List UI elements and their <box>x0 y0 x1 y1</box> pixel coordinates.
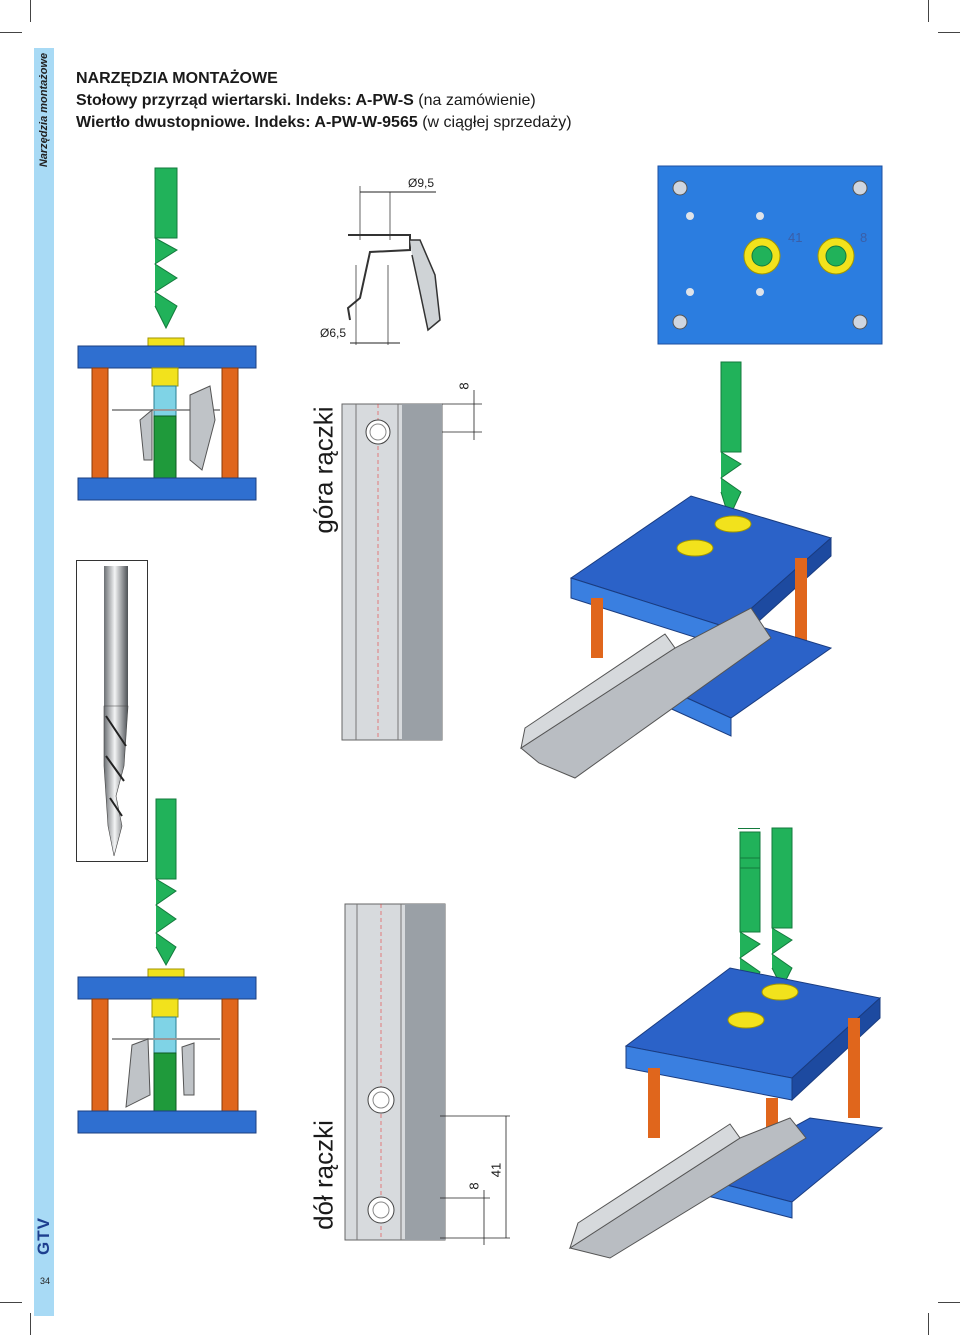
plate-label-41: 41 <box>788 230 803 245</box>
jig-cross-section-bottom <box>77 798 257 1134</box>
section-title-vertical: Narzędzia montażowe <box>36 50 52 170</box>
handle-bottom-label-text: dół rączki <box>308 1120 339 1230</box>
side-bar <box>34 48 54 1316</box>
handle-top-label-text: góra rączki <box>308 406 339 534</box>
dimension-bottom-small-label: 8 <box>466 1176 482 1196</box>
dimension-bottom-large-text: 41 <box>488 1162 504 1178</box>
crop-mark <box>938 1302 960 1303</box>
jig-3d-render-double-drill <box>568 827 884 1259</box>
profile-drawing <box>346 186 441 345</box>
product-2-note: (w ciągłej sprzedaży) <box>422 114 572 131</box>
handle-profile-bottom <box>344 903 446 1241</box>
category-title: NARZĘDZIA MONTAŻOWE <box>76 70 278 87</box>
dimension-top-handle-text: 8 <box>456 382 472 390</box>
dimension-diameter-top: Ø9,5 <box>408 176 435 190</box>
jig-plate-top-view <box>657 165 883 345</box>
product-1-name: Stołowy przyrząd wiertarski. Indeks: A-P… <box>76 92 414 109</box>
dimension-top-handle <box>442 390 482 440</box>
dimension-bottom-large-label: 41 <box>488 1158 504 1182</box>
dimension-bottom-small-text: 8 <box>466 1182 482 1190</box>
jig-cross-section-top <box>77 167 257 501</box>
drill-bit-photo <box>103 566 129 857</box>
crop-mark <box>30 0 31 22</box>
crop-mark <box>928 1313 929 1335</box>
crop-mark <box>938 32 960 33</box>
crop-mark <box>0 1302 22 1303</box>
crop-mark <box>0 32 22 33</box>
dimension-top-handle-label: 8 <box>456 376 472 396</box>
handle-bottom-label: dół rączki <box>300 1110 348 1240</box>
product-2-name: Wiertło dwustopniowe. Indeks: A-PW-W-956… <box>76 114 418 131</box>
dimension-diameter-bottom: Ø6,5 <box>320 326 347 340</box>
handle-top-label: góra rączki <box>300 400 348 540</box>
product-line-1: Stołowy przyrząd wiertarski. Indeks: A-P… <box>76 90 572 112</box>
page-number: 34 <box>39 1276 50 1286</box>
product-line-2: Wiertło dwustopniowe. Indeks: A-PW-W-956… <box>76 112 572 134</box>
crop-mark <box>928 0 929 22</box>
plate-label-8: 8 <box>860 230 868 245</box>
brand-logo-text: GTV <box>34 1217 53 1255</box>
handle-profile-top <box>341 403 443 741</box>
crop-mark <box>30 1313 31 1335</box>
jig-3d-render-single-drill <box>520 361 833 779</box>
header: NARZĘDZIA MONTAŻOWE Stołowy przyrząd wie… <box>76 70 572 134</box>
section-title-text: Narzędzia montażowe <box>38 52 50 168</box>
product-1-note: (na zamówienie) <box>418 92 536 109</box>
brand-logo: GTV <box>33 1205 55 1267</box>
dimension-bottom-handle <box>440 1115 510 1245</box>
